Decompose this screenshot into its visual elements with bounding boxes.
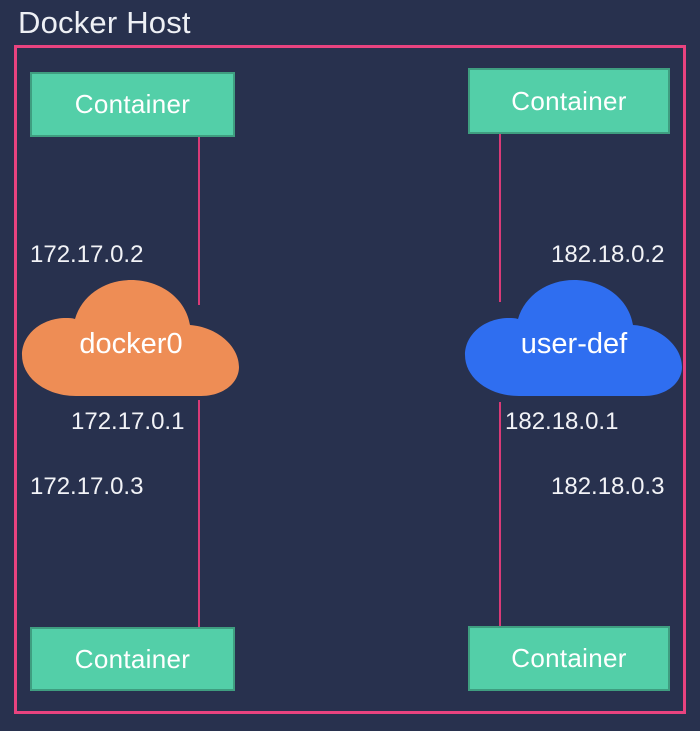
ip-label-172-17-0-1: 172.17.0.1: [71, 408, 185, 435]
ip-label-182-18-0-3: 182.18.0.3: [551, 473, 665, 500]
ip-label-172-17-0-2: 172.17.0.2: [30, 241, 144, 268]
container-box-top-right[interactable]: Container: [468, 68, 670, 134]
ip-label-182-18-0-1: 182.18.0.1: [505, 408, 619, 435]
cloud-icon: [465, 280, 682, 396]
cloud-icon: [22, 280, 239, 396]
container-label: Container: [74, 89, 191, 119]
container-box-top-left[interactable]: Container: [30, 72, 235, 137]
network-name-label: user-def: [520, 328, 628, 360]
network-cloud-docker0[interactable]: docker0: [20, 278, 242, 398]
docker-host-boundary: [14, 45, 686, 714]
connector-line-userdef-top: [499, 134, 501, 302]
connector-line-userdef-bottom: [499, 402, 501, 626]
connector-line-docker0-bottom: [198, 400, 200, 627]
container-label: Container: [511, 643, 627, 673]
connector-line-docker0-top: [198, 137, 200, 305]
ip-label-182-18-0-2: 182.18.0.2: [551, 241, 665, 268]
container-box-bottom-left[interactable]: Container: [30, 627, 235, 691]
container-box-bottom-right[interactable]: Container: [468, 626, 670, 691]
page-title: Docker Host: [18, 5, 191, 40]
container-label: Container: [74, 643, 191, 674]
container-label: Container: [511, 85, 627, 116]
ip-label-172-17-0-3: 172.17.0.3: [30, 473, 144, 500]
network-cloud-user-def[interactable]: user-def: [463, 278, 685, 398]
network-name-label: docker0: [79, 328, 183, 360]
